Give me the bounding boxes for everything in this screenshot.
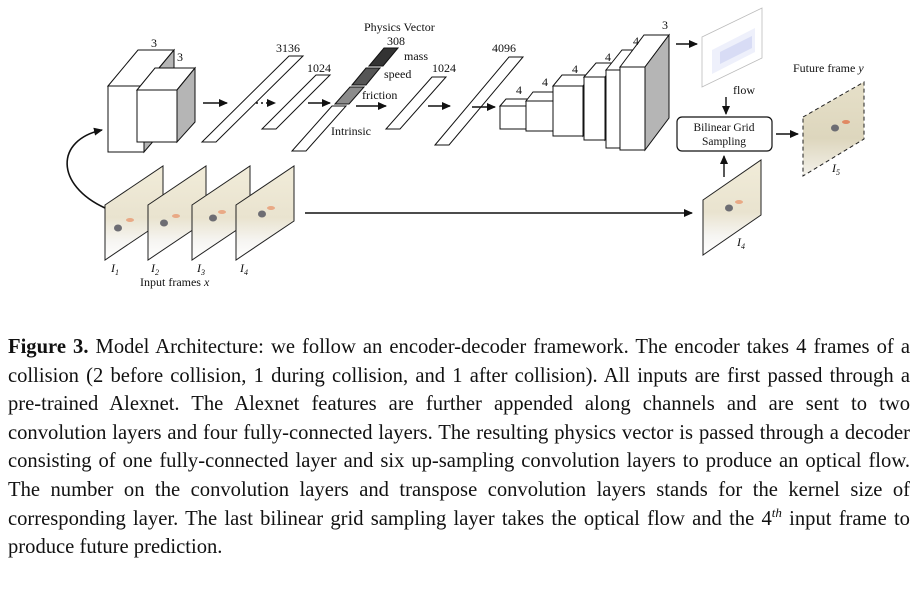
physics-label-friction: friction <box>362 88 397 102</box>
fc-layer-3136 <box>200 55 305 143</box>
physics-vector-size: 308 <box>387 34 405 48</box>
upconv-kernel-4: 4 <box>605 50 611 64</box>
figure-number: Figure 3. <box>8 336 89 358</box>
conv-kernel-2: 3 <box>177 50 183 64</box>
physics-friction-segment <box>333 86 366 105</box>
sampler-label-line1: Bilinear Grid <box>694 122 755 134</box>
decoder-fc-1024 <box>384 76 448 130</box>
flow-field-image <box>701 7 763 88</box>
sampler-label-line2: Sampling <box>702 136 746 148</box>
physics-vector-title: Physics Vector <box>364 20 435 34</box>
decoder-fc-size-1024: 1024 <box>432 61 456 75</box>
future-frame-label: Future frame y <box>793 61 864 75</box>
frame-label-3: I3 <box>196 261 205 277</box>
input-frame-1 <box>104 165 164 261</box>
caption-superscript: th <box>771 504 782 520</box>
input-frames: I1 I2 I3 I4 Input frames x <box>104 165 295 289</box>
physics-label-intrinsic: Intrinsic <box>331 124 371 138</box>
input-to-encoder-arrow <box>66 127 106 209</box>
conv-block-2 <box>135 66 197 144</box>
caption-text: Model Architecture: we follow an encoder… <box>8 336 910 530</box>
input-frames-label: Input frames x <box>140 275 210 289</box>
upconv-kernel-5: 4 <box>633 34 639 48</box>
decoder-fc-size-4096: 4096 <box>492 41 516 55</box>
caption-text-end: input frame to produce future prediction… <box>8 507 910 559</box>
flow-label: flow <box>733 83 755 97</box>
physics-mass-segment <box>367 47 400 67</box>
future-frame-image <box>802 81 865 177</box>
sampler-input-frame <box>702 159 762 256</box>
architecture-diagram: I1 I2 I3 I4 Input frames x 3 3 3136 1024… <box>66 7 865 289</box>
bilinear-sampling-box <box>676 116 773 152</box>
future-frame-id: I5 <box>831 161 840 177</box>
fc-layer-1024 <box>260 74 332 130</box>
upconv-kernel-1: 4 <box>516 83 522 97</box>
physics-label-mass: mass <box>404 49 428 63</box>
physics-intrinsic-segment <box>290 105 348 152</box>
upconv-kernel-3: 4 <box>572 62 578 76</box>
conv-kernel-1: 3 <box>151 36 157 50</box>
fc-size-1024: 1024 <box>307 61 331 75</box>
frame-label-4: I4 <box>239 261 248 277</box>
frame-label-2: I2 <box>150 261 159 277</box>
frame-label-1: I1 <box>110 261 119 277</box>
input-frame-4 <box>235 165 295 261</box>
fc-size-3136: 3136 <box>276 41 300 55</box>
upconv-kernel-6: 3 <box>662 18 668 32</box>
physics-label-speed: speed <box>384 67 411 81</box>
decoder-fc-4096 <box>433 56 525 146</box>
figure-caption: Figure 3. Model Architecture: we follow … <box>8 333 910 562</box>
sampler-frame-label: I4 <box>736 235 745 251</box>
upconv-block-6 <box>619 33 670 152</box>
upconv-kernel-2: 4 <box>542 75 548 89</box>
physics-speed-segment <box>350 67 382 86</box>
